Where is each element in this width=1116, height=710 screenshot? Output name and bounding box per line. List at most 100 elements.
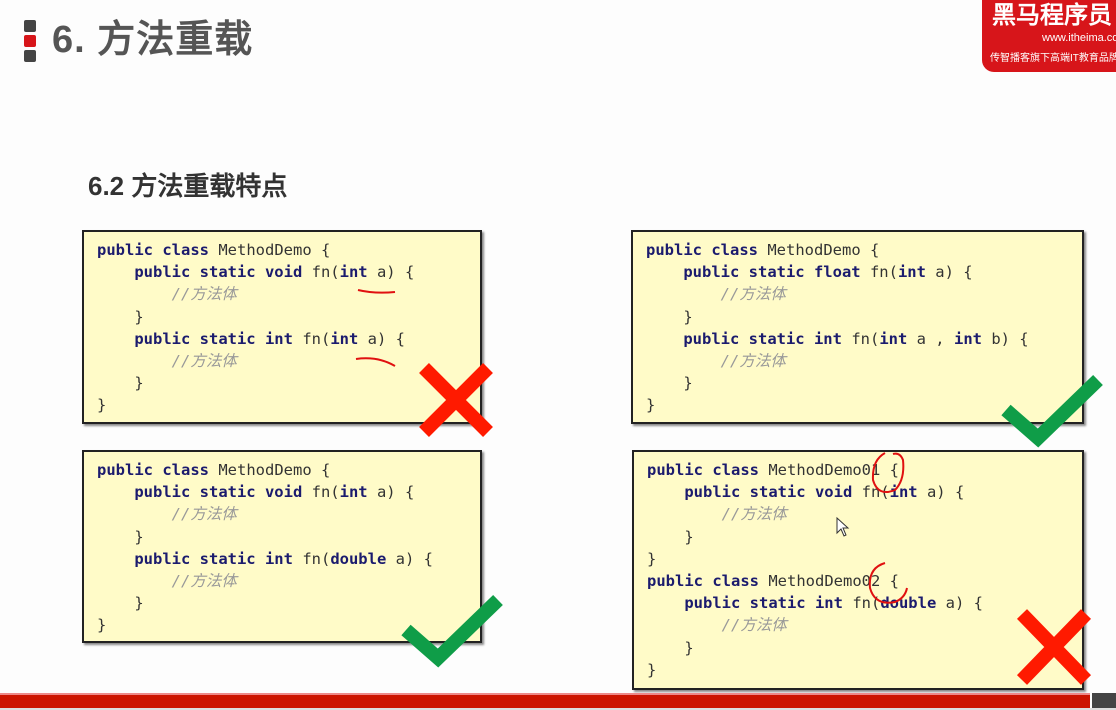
code-keyword: public static int: [134, 549, 303, 568]
code-example-1: public class MethodDemo { public static …: [82, 230, 482, 424]
code-keyword: int: [897, 263, 926, 282]
correct-check-icon: [1001, 374, 1103, 448]
code-text: }: [647, 549, 657, 568]
code-keyword: int: [339, 483, 368, 502]
code-line: public static int fn(int a) {: [97, 328, 480, 350]
code-text: MethodDemo {: [218, 241, 331, 259]
code-text: }: [647, 638, 694, 657]
code-line: public static float fn(int a) {: [646, 261, 1082, 283]
code-text: a) {: [925, 263, 973, 282]
bottom-edge: [0, 708, 1116, 710]
code-text: b) {: [981, 329, 1029, 348]
code-text: }: [97, 594, 144, 613]
code-text: MethodDemo {: [218, 461, 331, 479]
code-line: public static void fn(int a) {: [97, 261, 480, 283]
code-line: }: [97, 614, 480, 636]
code-comment: //方法体: [721, 616, 787, 635]
code-keyword: public class: [647, 572, 769, 591]
code-keyword: int: [330, 329, 359, 348]
code-text: }: [97, 396, 107, 415]
code-text: fn(: [861, 483, 890, 502]
code-keyword: public class: [646, 241, 768, 259]
code-line: //方法体: [97, 283, 480, 305]
code-line: //方法体: [647, 614, 1082, 636]
code-line: }: [97, 592, 480, 614]
code-text: a) {: [917, 483, 965, 502]
code-text: }: [97, 527, 144, 546]
code-line: }: [97, 394, 480, 416]
code-keyword: public static void: [134, 263, 312, 282]
code-line: //方法体: [97, 503, 480, 525]
logo: 黑马程序员 www.itheima.com 传智播客旗下高端IT教育品牌: [982, 0, 1116, 72]
code-text: MethodDemo02 {: [768, 572, 899, 591]
code-comment: //方法体: [720, 352, 786, 371]
code-line: }: [97, 372, 480, 394]
code-keyword: int: [953, 329, 982, 348]
code-text: fn(: [851, 329, 880, 348]
code-keyword: public static int: [684, 594, 853, 613]
code-line: public class MethodDemo {: [646, 239, 1082, 261]
code-text: }: [97, 374, 144, 393]
code-text: fn(: [852, 594, 881, 613]
code-keyword: public static int: [683, 329, 852, 348]
mouse-cursor-icon: [836, 516, 850, 537]
code-example-3: public class MethodDemo { public static …: [631, 230, 1084, 424]
code-text: a ,: [907, 329, 954, 348]
code-line: //方法体: [97, 350, 480, 372]
code-line: public class MethodDemo {: [97, 239, 480, 261]
code-line: //方法体: [97, 570, 480, 592]
page-title: 6. 方法重载: [52, 19, 254, 61]
code-keyword: int: [879, 329, 908, 348]
code-line: public static int fn(double a) {: [647, 592, 1082, 614]
code-comment: //方法体: [171, 505, 237, 524]
code-line: //方法体: [646, 283, 1082, 305]
logo-url: www.itheima.com: [1042, 32, 1116, 44]
code-line: public static int fn(int a , int b) {: [646, 328, 1082, 350]
title-bullet-icon: [24, 50, 36, 62]
code-text: MethodDemo {: [767, 241, 880, 259]
code-line: }: [97, 306, 480, 328]
code-line: public class MethodDemo01 {: [647, 459, 1082, 481]
code-text: fn(: [302, 329, 331, 348]
code-line: }: [97, 526, 480, 548]
section-subtitle: 6.2 方法重载特点: [88, 171, 288, 201]
code-line: }: [647, 637, 1082, 659]
code-text: }: [97, 307, 144, 326]
code-line: }: [647, 548, 1082, 570]
code-keyword: public static float: [683, 263, 870, 282]
code-keyword: public static void: [684, 483, 862, 502]
code-line: public static void fn(int a) {: [97, 481, 480, 503]
title-bullet-icon: [24, 20, 36, 32]
code-line: }: [646, 306, 1082, 328]
code-comment: //方法体: [171, 352, 237, 371]
code-line: public class MethodDemo {: [97, 459, 480, 481]
underline-mark: [355, 357, 396, 367]
code-text: fn(: [311, 483, 340, 502]
code-comment: //方法体: [721, 505, 787, 524]
code-text: fn(: [869, 263, 898, 282]
code-line: //方法体: [646, 350, 1082, 372]
title-bullet-icon: [24, 35, 36, 47]
code-text: a) {: [367, 263, 415, 282]
code-text: a) {: [358, 329, 405, 348]
code-keyword: double: [330, 549, 387, 568]
code-keyword: public class: [97, 241, 219, 259]
code-comment: //方法体: [171, 572, 237, 591]
logo-slogan: 传智播客旗下高端IT教育品牌: [990, 53, 1116, 64]
circle-mark: [868, 562, 908, 604]
code-line: public static int fn(double a) {: [97, 548, 480, 570]
code-text: }: [647, 527, 694, 546]
code-text: a) {: [936, 594, 983, 613]
code-text: }: [97, 616, 107, 635]
underline-mark: [357, 289, 396, 294]
code-keyword: double: [880, 594, 937, 613]
code-keyword: int: [339, 263, 368, 282]
code-comment: //方法体: [171, 285, 237, 304]
code-line: public class MethodDemo02 {: [647, 570, 1082, 592]
code-keyword: public static void: [134, 483, 312, 502]
code-keyword: public class: [647, 461, 769, 479]
wrong-x-icon: [419, 363, 493, 437]
code-text: a) {: [386, 549, 433, 568]
code-text: }: [647, 660, 657, 679]
